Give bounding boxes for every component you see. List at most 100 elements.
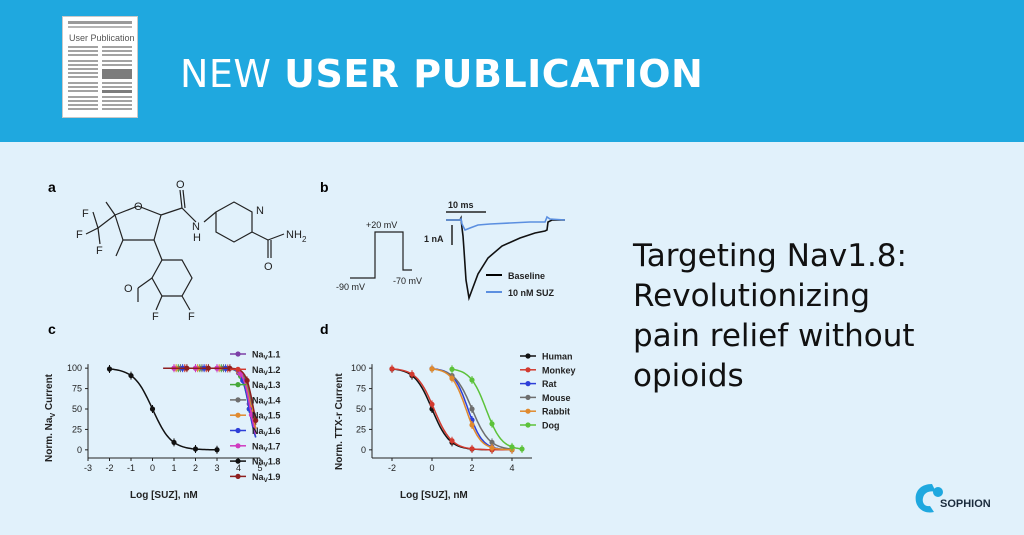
panel-d-legend-label: Rabbit [542,407,570,417]
panel-c-x-tick-label: 4 [236,463,241,473]
panel-d-legend-label: Monkey [542,365,576,375]
panel-c-data-point [244,377,250,384]
chemical-structure [85,189,285,311]
atom-o-amide1: O [176,179,185,191]
protocol-step-label: +20 mV [366,220,397,230]
panel-c-legend-marker [235,351,241,357]
panel-c-data-point [149,406,156,412]
protocol-hold-label: -90 mV [336,282,365,292]
headline-line-1: Targeting Nav1.8: [633,238,907,274]
panel-c-legend-marker [235,412,241,418]
panel-d-legend-label: Human [542,352,573,362]
panel-c-legend: NaV1.1NaV1.2NaV1.3NaV1.4NaV1.5NaV1.6NaV1… [230,350,280,484]
panel-d-data-point [489,439,495,446]
panel-d-curves [389,364,525,454]
panel-d-data-point [449,375,455,382]
panel-c-legend-label: NaV1.2 [252,365,280,377]
headline: Targeting Nav1.8: Revolutionizing pain r… [633,236,1013,396]
panel-c-x-tick-label: 5 [257,463,262,473]
panel-c-legend-label: NaV1.5 [252,411,280,423]
headline-line-4: opioids [633,358,744,394]
sophion-logo-icon [915,484,943,513]
current-scale-label: 1 nA [424,234,444,244]
panel-c-data-point [106,366,113,372]
panel-c-legend-marker [235,382,241,388]
panel-d-data-point [449,438,455,444]
panel-d-x-tick-label: -2 [388,463,396,473]
atom-h: H [193,232,201,244]
panel-d-data-point [429,401,435,407]
panel-c-legend-marker [235,366,241,372]
panel-c-data-point [184,365,190,371]
panel-c-y-tick-label: 75 [72,384,82,394]
panel-c-legend-marker [235,458,241,464]
trace-legend: Baseline 10 nM SUZ [486,271,555,298]
panel-d-label: d [320,321,329,337]
panel-d-data-point [489,421,495,427]
atom-o-ring: O [134,201,143,213]
panel-d-y-tick-label: 100 [351,363,366,373]
panel-c-y-tick-label: 0 [77,445,82,455]
panel-c-data-point [248,412,254,418]
header-banner: User Publication NEW USER PUBLICATION [0,0,1024,142]
atom-o-amide2: O [264,261,273,273]
figure-panels: a F F F O [44,179,576,501]
panel-d-x-tick-label: 0 [429,463,434,473]
atom-f4: F [152,311,159,323]
atom-o-methoxy: O [124,283,133,295]
atom-n: N [192,221,200,233]
panel-c-legend-label: NaV1.9 [252,472,280,484]
newspaper-icon-text: User Publication [69,33,135,43]
panel-d-data-point [449,366,455,372]
panel-d-ylabel: Norm. TTX-r Current [334,373,345,470]
panel-d-legend-label: Dog [542,421,560,431]
panel-d-data-point [469,406,475,412]
panel-d-x-tick-label: 4 [509,463,514,473]
panel-c-ylabel-rest: Current [44,373,55,413]
panel-d-legend-marker [525,367,531,373]
panel-c-y-tick-label: 100 [67,363,82,373]
panel-c-legend-label: NaV1.8 [252,457,280,469]
panel-d-data-point [469,422,475,428]
panel-c-legend-label: NaV1.4 [252,395,280,407]
panel-c-data-point [128,372,134,379]
panel-c-curves [106,364,259,454]
newspaper-icon: User Publication [62,16,138,118]
panel-c-data-point [214,447,220,453]
time-scale-label: 10 ms [448,200,474,210]
panel-d-legend-marker [525,408,531,414]
legend-suz-label: 10 nM SUZ [508,288,555,298]
panel-c-legend-marker [235,443,241,449]
atom-f3: F [96,245,103,257]
panel-c-x-tick-label: 2 [193,463,198,473]
panel-c-label: c [48,321,56,337]
panel-d-x-tick-label: 2 [469,463,474,473]
panel-c-ylabel-main: Norm. Na [44,417,55,462]
panel-c-legend-label: NaV1.6 [252,426,280,438]
headline-line-3: pain relief without [633,318,915,354]
panel-d-xlabel: Log [SUZ], nM [400,490,468,501]
atom-n-ring: N [256,205,264,217]
panel-c-data-point [192,446,199,452]
panel-d-data-point [469,446,475,452]
panel-c-data-point [253,417,259,424]
sophion-logo[interactable]: SOPHION [912,478,1012,520]
panel-c-data-point [227,365,233,371]
panel-d-y-tick-label: 25 [356,424,366,434]
panel-d-legend-marker [525,381,531,387]
panel-c-x-tick-label: 1 [171,463,176,473]
panel-c-ylabel: Norm. NaV Current [44,373,57,462]
panel-d-data-point [429,366,435,372]
panel-c-ylabel-sub: V [50,413,57,418]
banner-title: NEW USER PUBLICATION [180,52,703,96]
panel-d-legend-marker [525,353,531,359]
panel-b-label: b [320,179,329,195]
panel-d-data-point [489,445,495,451]
panel-d-legend-label: Rat [542,379,557,389]
panel-c-data-point [205,365,211,371]
panel-c-legend-marker [235,397,241,403]
panel-b: b +20 mV -90 mV -70 mV 10 ms 1 nA Baseli… [320,179,566,302]
